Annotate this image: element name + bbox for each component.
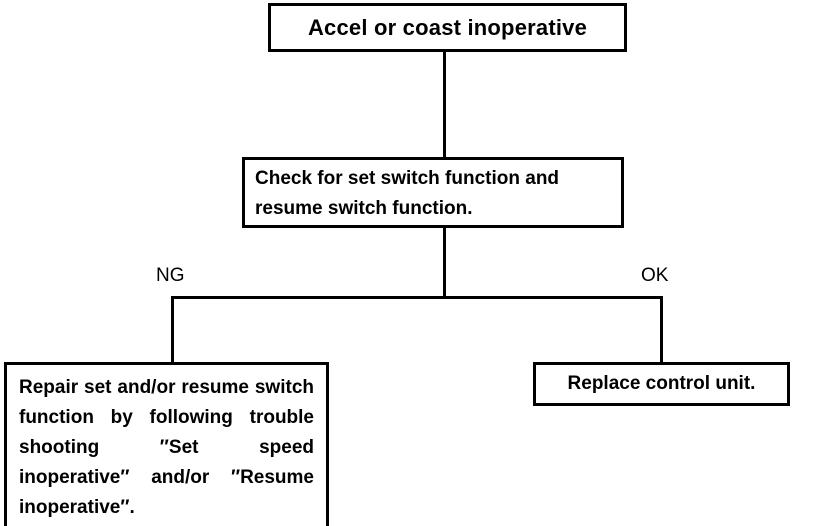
node-repair-set-resume-switch: Repair set and/or resume switch function… [4, 362, 329, 526]
connector-branch-ng-drop [171, 296, 174, 362]
connector-branch-horizontal [171, 296, 663, 299]
node-accel-or-coast-inoperative: Accel or coast inoperative [268, 3, 627, 52]
node-accel-or-coast-inoperative-label: Accel or coast inoperative [307, 14, 588, 40]
node-replace-control-unit-label: Replace control unit. [567, 373, 756, 394]
node-check-set-resume-switch: Check for set switch function and resume… [242, 157, 624, 228]
node-repair-set-resume-switch-label: Repair set and/or resume switch function… [19, 377, 314, 518]
branch-label-ng: NG [156, 265, 185, 286]
node-check-set-resume-switch-label: Check for set switch function and resume… [255, 168, 560, 219]
connector-check-to-branch [443, 228, 446, 297]
connector-branch-ok-drop [660, 296, 663, 362]
connector-root-to-check [443, 52, 446, 157]
branch-label-ok: OK [641, 265, 669, 286]
node-replace-control-unit: Replace control unit. [533, 362, 790, 406]
